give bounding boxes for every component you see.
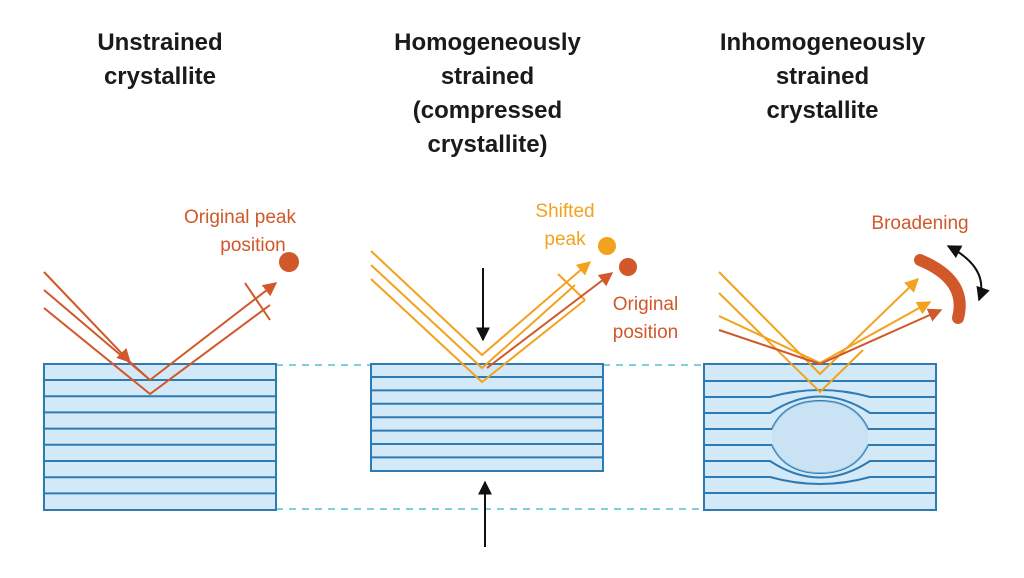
label-original-position: Original position (612, 294, 679, 343)
title-inhomogeneous: Inhomogeneously strained crystallite (719, 29, 926, 124)
title-homogeneous: Homogeneously strained (compressed cryst… (394, 29, 581, 158)
title-unstrained: Unstrained crystallite (97, 29, 223, 90)
label-shifted-peak: Shifted peak (535, 201, 595, 250)
broadening-arrow-icon (946, 245, 990, 302)
original-position-marker (619, 258, 637, 276)
dashed-guides (276, 364, 703, 510)
crystal-inhomogeneous (703, 363, 937, 511)
label-broadening: Broadening (871, 213, 969, 234)
shifted-peak-marker (598, 237, 616, 255)
label-original-peak: Original peak position (184, 207, 296, 256)
rays-unstrained (43, 271, 278, 396)
original-ray-compressed (486, 272, 614, 369)
crystal-unstrained (43, 363, 277, 511)
broadening-marker (914, 254, 966, 324)
original-peak-marker (279, 252, 299, 272)
rays-inhomogeneous (718, 271, 943, 394)
rays-compressed (370, 250, 592, 384)
crystal-compressed (370, 363, 604, 472)
